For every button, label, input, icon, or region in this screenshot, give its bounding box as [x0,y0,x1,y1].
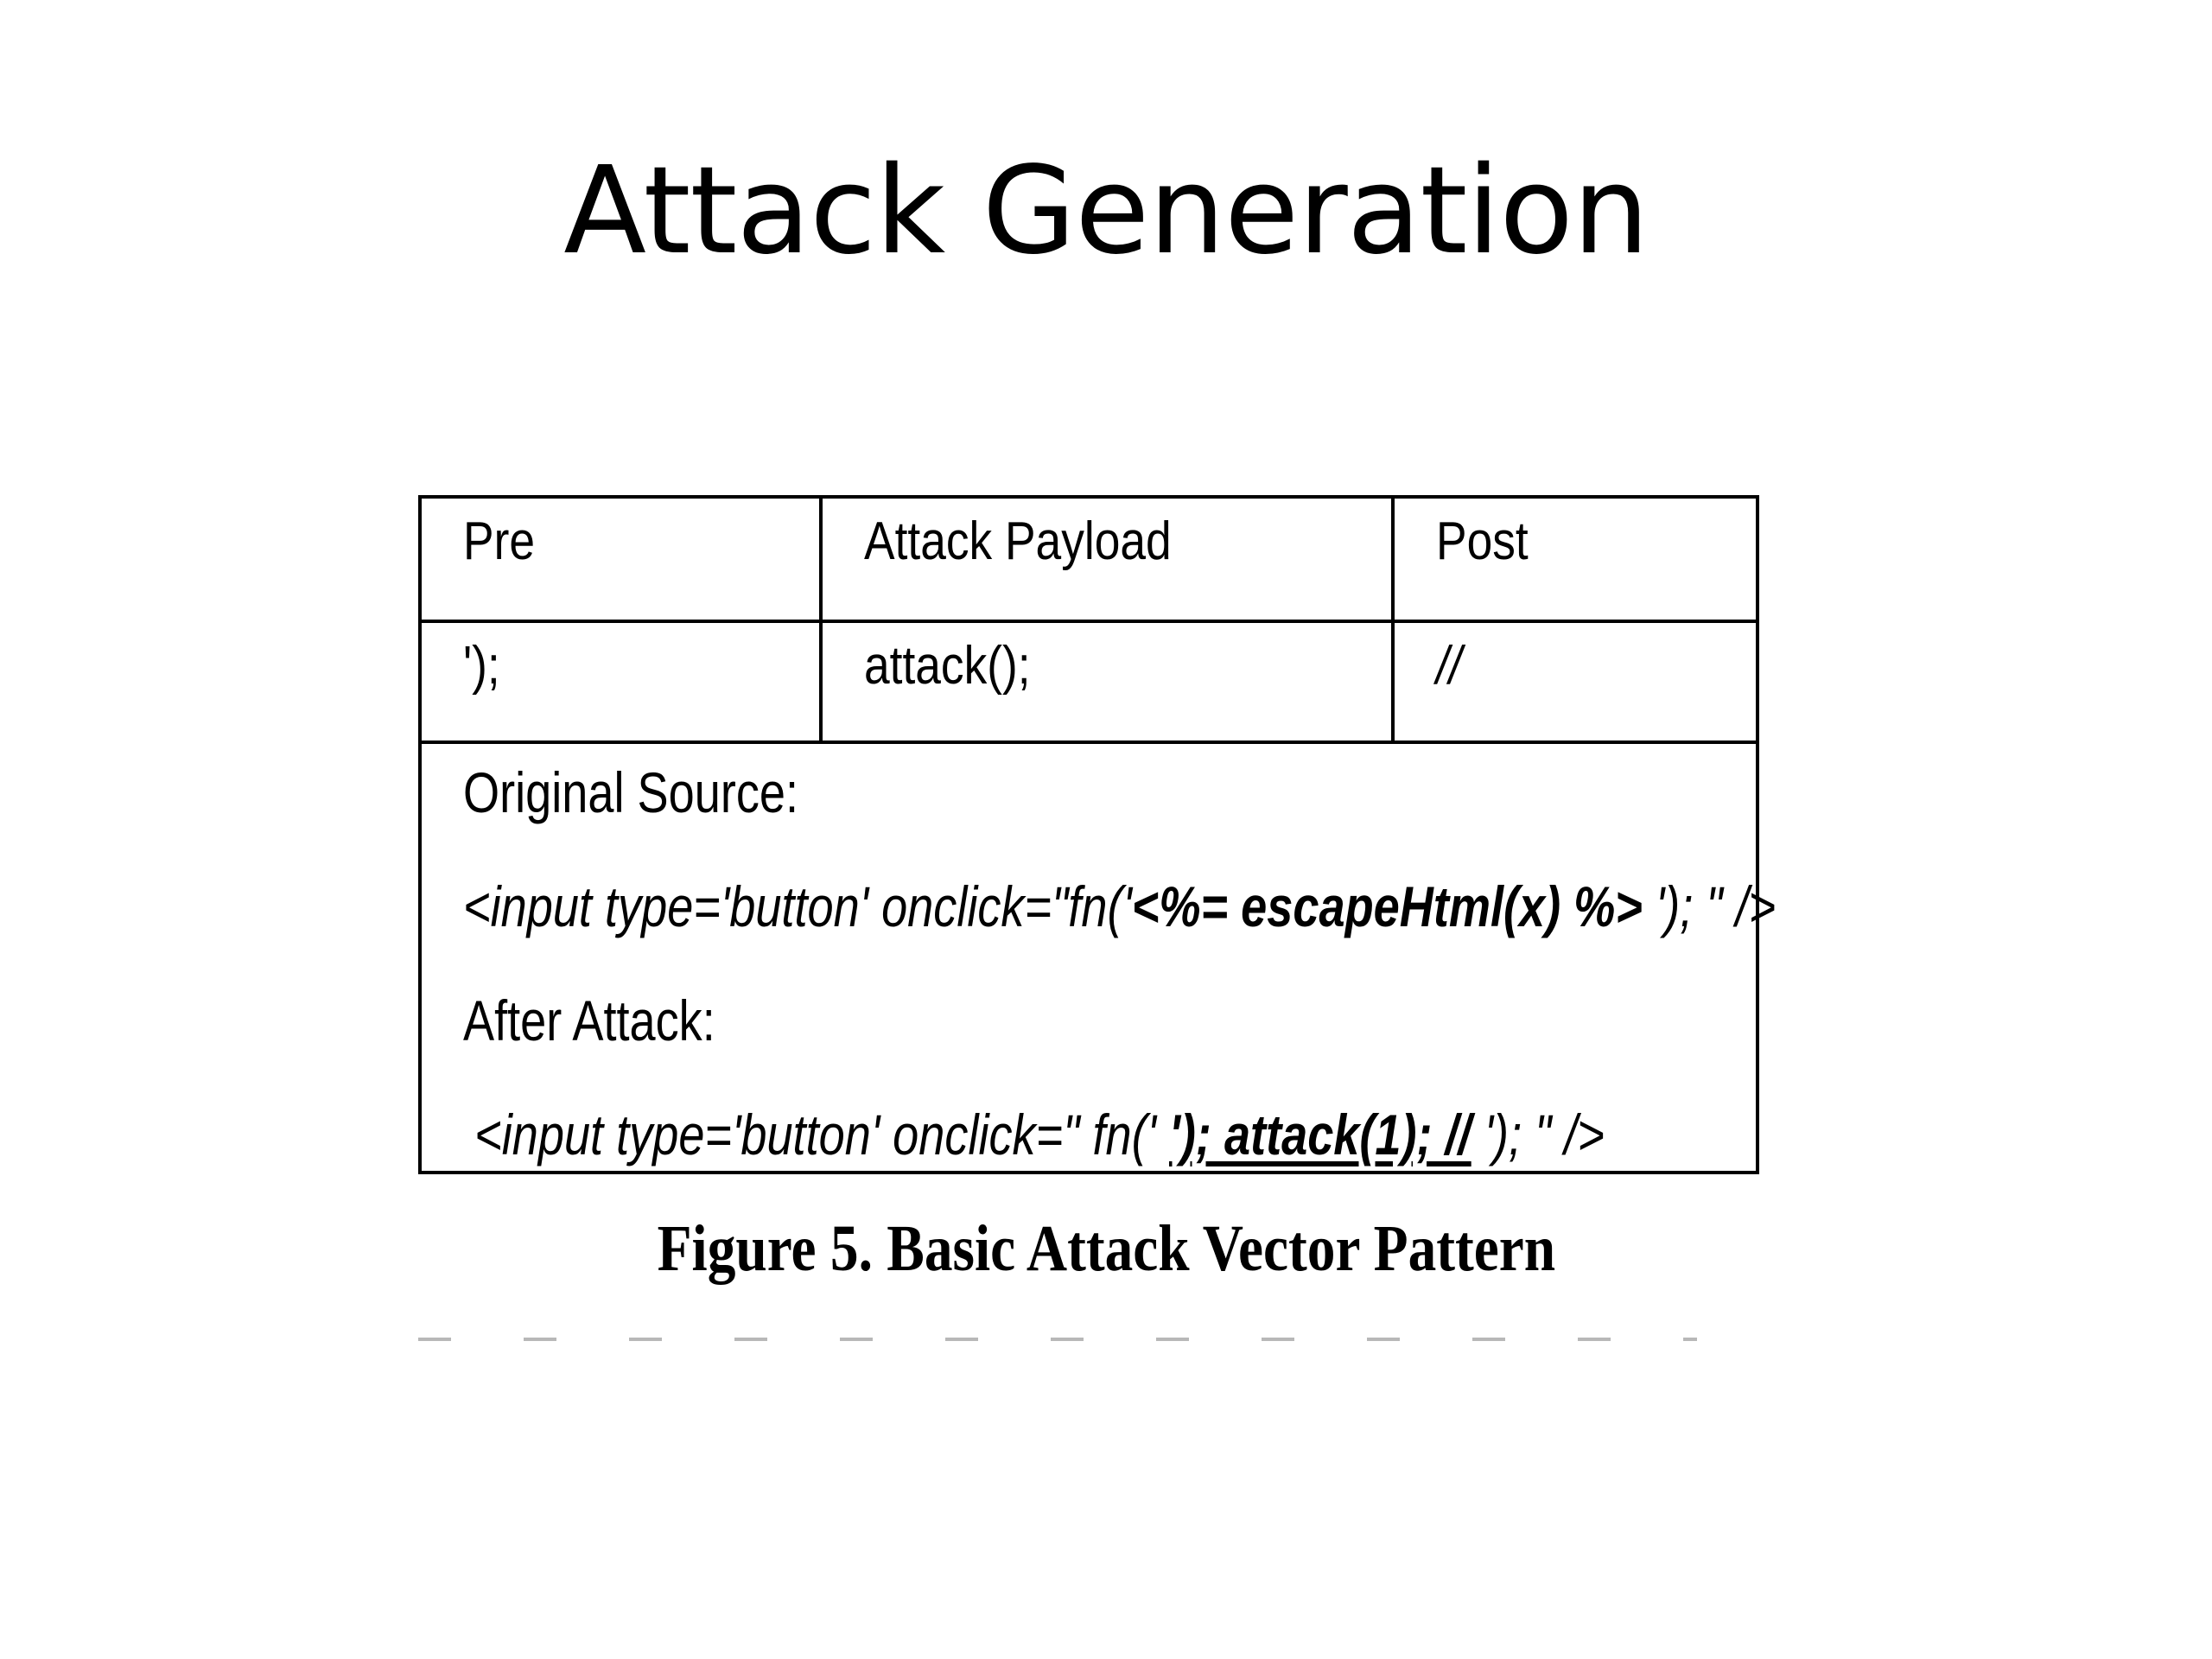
escape-expression: <%= escapeHtml(x) %> [1131,874,1643,938]
figure-caption: Figure 5. Basic Attack Vector Pattern [657,1212,1555,1285]
source-row: Original Source: <input type='button' on… [418,741,1777,1174]
header-pre: Pre [418,495,823,623]
header-post: Post [1391,495,1759,623]
original-source-code: <input type='button' onclick="fn('<%= es… [463,874,1777,938]
value-post: // [1391,620,1759,744]
table-row: '); attack(); // [418,620,1759,744]
attack-vector-figure: Pre Attack Payload Post '); attack(); //… [418,495,1777,1174]
source-cell: Original Source: <input type='button' on… [418,741,1777,1174]
after-attack-code: <input type='button' onclick=" fn(' '); … [474,1103,1605,1166]
cropped-text-remnant [418,1338,1697,1341]
attack-vector-table: Pre Attack Payload Post '); attack(); //… [418,495,1777,1174]
value-attack-payload: attack(); [819,620,1395,744]
after-attack-label: After Attack: [463,988,715,1052]
table-header-row: Pre Attack Payload Post [418,495,1759,623]
original-source-label: Original Source: [463,760,799,824]
value-pre: '); [418,620,823,744]
header-attack-payload: Attack Payload [819,495,1395,623]
slide-title: Attack Generation [563,141,1649,282]
injected-payload: '); attack(1); // [1169,1103,1471,1166]
